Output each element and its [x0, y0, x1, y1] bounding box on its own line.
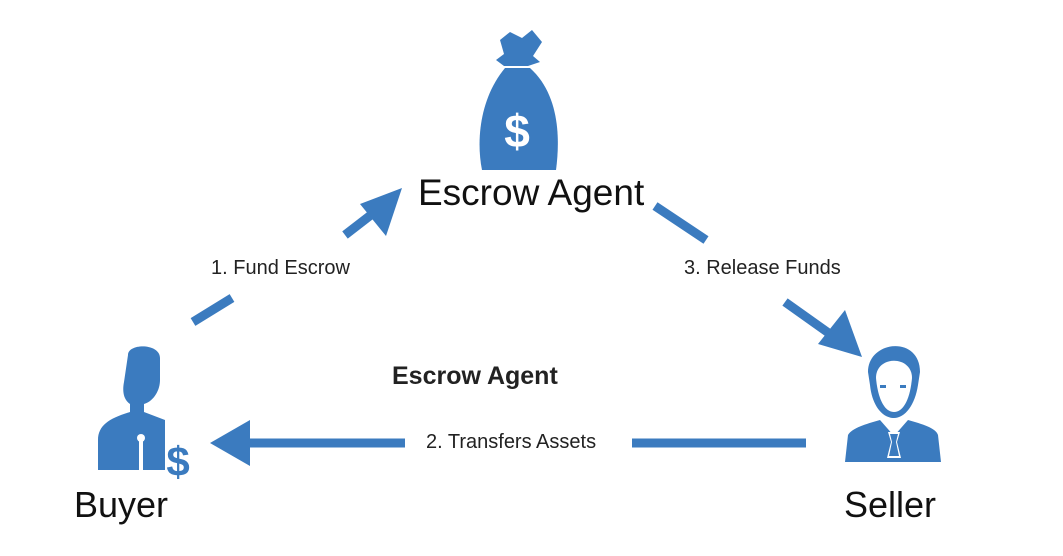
arrow-fund-escrow: [190, 188, 402, 326]
arrow-transfer-assets: [210, 420, 806, 466]
buyer-label: Buyer: [74, 484, 169, 525]
step-transfer-assets-label: 2. Transfers Assets: [426, 431, 597, 453]
arrow-release-funds: [652, 202, 862, 357]
seller-icon: [845, 346, 941, 462]
buyer-icon: $: [98, 346, 190, 485]
center-label: Escrow Agent: [392, 362, 558, 390]
money-bag-icon: $: [479, 30, 558, 170]
escrow-agent-title: Escrow Agent: [418, 172, 645, 213]
svg-text:$: $: [166, 438, 189, 485]
svg-text:$: $: [504, 105, 530, 157]
seller-label: Seller: [844, 484, 937, 525]
step-fund-escrow-label: 1. Fund Escrow: [211, 257, 350, 279]
step-release-funds-label: 3. Release Funds: [684, 257, 841, 279]
